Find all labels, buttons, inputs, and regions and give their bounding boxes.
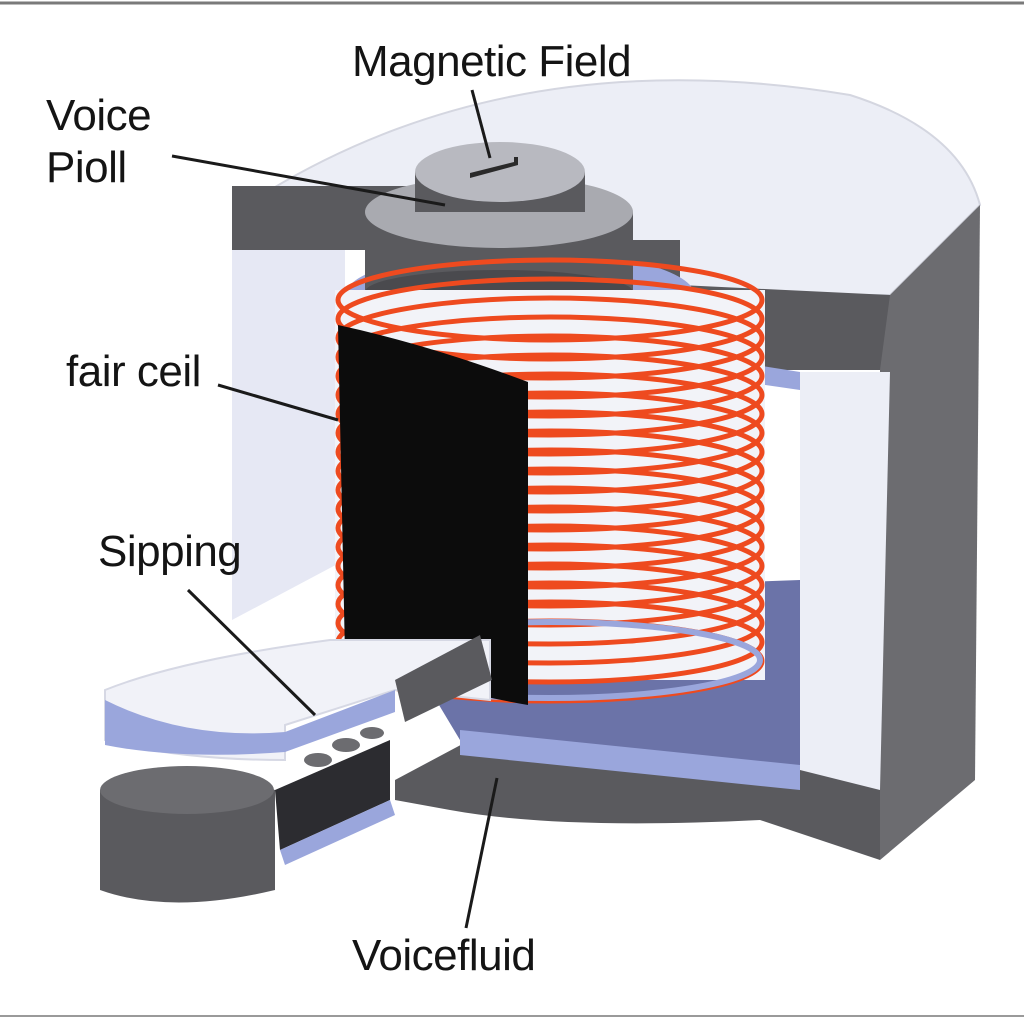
- coil-turn: [335, 428, 765, 514]
- label-sipping: Sipping: [98, 527, 242, 576]
- bottom-plate-edge: [460, 730, 800, 790]
- leader-fair-ceil: [217, 383, 339, 422]
- pole-cap-top: [415, 142, 585, 202]
- housing-top-surface: [267, 79, 982, 296]
- coil-turn: [335, 504, 765, 590]
- magnet-block: [338, 325, 528, 705]
- spring-channel: [275, 740, 390, 850]
- coil-turn: [335, 409, 765, 495]
- coil-turn: [335, 352, 765, 438]
- coil-turn: [335, 276, 765, 362]
- coil-turn: [335, 295, 765, 381]
- leader-voice-pioll: [171, 154, 446, 207]
- coil-turn: [335, 314, 765, 400]
- label-pioll: Pioll: [46, 143, 127, 192]
- label-voice: Voice: [46, 91, 152, 140]
- coil-turn: [335, 466, 765, 552]
- label-voicefluid: Voicefluid: [352, 931, 536, 980]
- leader-magnetic-field: [470, 89, 492, 159]
- coil-turn: [335, 333, 765, 419]
- coil-turn: [335, 447, 765, 533]
- coil-turn: [335, 580, 765, 666]
- coil-turn: [335, 371, 765, 457]
- spring-bead-1: [304, 753, 332, 767]
- coil-turn: [335, 390, 765, 476]
- housing-right-wall: [880, 205, 980, 860]
- leader-voicefluid: [464, 777, 499, 929]
- inner-right-panel: [800, 372, 890, 790]
- back-wall-left-panel: [232, 250, 345, 620]
- label-fair-ceil: fair ceil: [66, 347, 201, 396]
- coil-turn: [335, 523, 765, 609]
- leader-sipping: [186, 588, 317, 717]
- slot-marker: [470, 157, 518, 178]
- spring-bead-3: [360, 727, 384, 739]
- coil-turn: [335, 561, 765, 647]
- coil-turn: [335, 485, 765, 571]
- label-magnetic-field: Magnetic Field: [352, 37, 632, 86]
- spring-rod: [395, 635, 492, 722]
- spring-bead-2: [332, 738, 360, 752]
- coil-turn: [335, 257, 765, 343]
